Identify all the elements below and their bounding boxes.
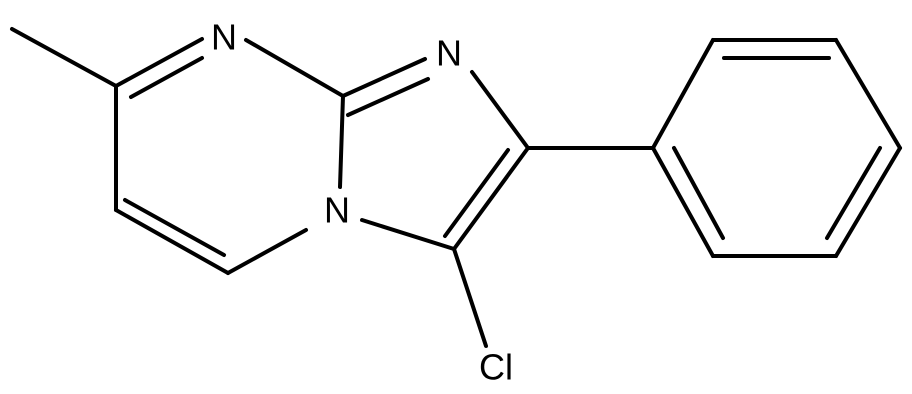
bond-c8a-n1 xyxy=(341,57,427,98)
bond-n1-c2 xyxy=(470,70,530,150)
bond-c2-c3-double xyxy=(443,148,510,238)
atom-n4-label: N xyxy=(324,190,350,231)
bond-n4-c5 xyxy=(226,228,308,275)
atom-n4: N xyxy=(324,190,350,231)
bond-c8a-n4 xyxy=(338,94,345,189)
bond-c7-n8 xyxy=(114,37,204,88)
atom-cl-label: Cl xyxy=(479,347,513,388)
atom-cl: Cl xyxy=(479,347,513,388)
bond-c8a-n1-double xyxy=(346,77,430,117)
bond-ph6-ph1 xyxy=(651,146,715,258)
atom-n1: N xyxy=(436,33,462,74)
bond-ph6-ph1-inner xyxy=(672,146,725,240)
bond-methyl xyxy=(10,27,118,88)
bond-c5-c6 xyxy=(114,208,230,275)
bond-c5-c6-double xyxy=(123,198,226,257)
atom-n8-label: N xyxy=(211,17,237,58)
bond-n8-c8a xyxy=(244,38,345,98)
bond-c3-n4 xyxy=(360,218,456,251)
atom-n1-label: N xyxy=(436,33,462,74)
bond-ph1-ph2 xyxy=(651,38,715,150)
bond-ph3-ph4 xyxy=(834,38,902,150)
bond-c3-cl xyxy=(452,247,488,348)
bond-c2-c3 xyxy=(452,146,530,251)
bond-c7-n8-double xyxy=(129,56,204,99)
bond-ph4-ph5 xyxy=(834,146,902,258)
bond-ph4-ph5-inner xyxy=(825,146,882,240)
atom-n8: N xyxy=(211,17,237,58)
